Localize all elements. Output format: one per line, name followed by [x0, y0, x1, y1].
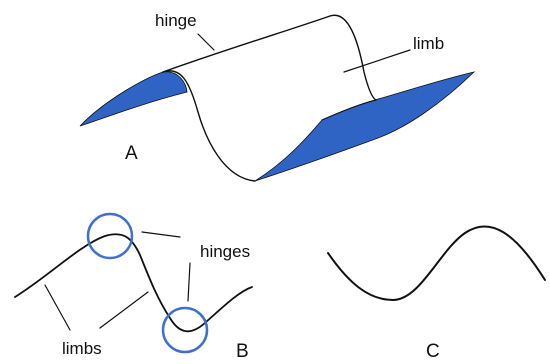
hinge-circle-lower [163, 308, 207, 352]
hinges-label: hinges [200, 242, 250, 261]
limbs-label: limbs [62, 339, 102, 358]
right-blue-surface [255, 72, 474, 181]
limb-label: limb [413, 34, 444, 53]
panel-a-label: A [125, 143, 138, 164]
hinge-label: hinge [155, 11, 197, 30]
panel-c-label: C [426, 341, 440, 362]
hinges-leader-upper [142, 232, 180, 237]
simple-fold-curve [328, 226, 545, 300]
limbs-leader-right [100, 292, 148, 328]
panel-b-profile: hinges limbs B [15, 214, 252, 362]
panel-b-label: B [236, 341, 249, 362]
limb-leader-line [344, 50, 410, 72]
panel-c-profile: C [328, 226, 545, 362]
limbs-leader-left [45, 285, 70, 330]
left-blue-surface [80, 72, 187, 126]
hinge-leader-line [198, 34, 214, 50]
back-fold-profile [330, 15, 376, 100]
panel-a-fold-3d: hinge limb A [80, 11, 474, 181]
hinges-leader-lower [188, 263, 190, 301]
